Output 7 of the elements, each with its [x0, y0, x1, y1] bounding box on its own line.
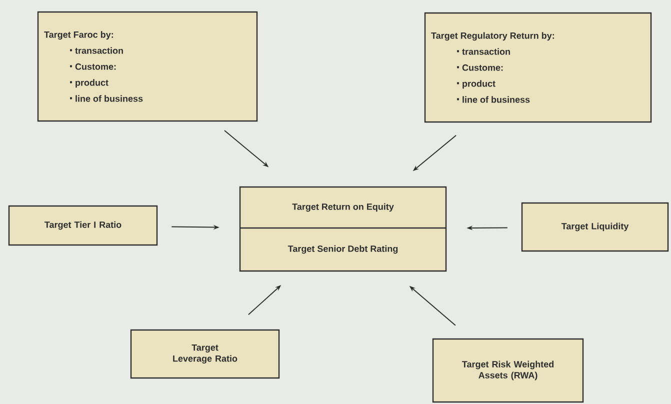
process-box: Target Liquidity: [521, 202, 669, 252]
bullet-list-box: Target Regulatory Return by: transaction Custome: product line of business: [424, 12, 652, 123]
process-box: Target Leverage Ratio: [130, 329, 280, 379]
stacked-box: Target Return on Equity Target Senior Debt Rating: [239, 186, 447, 272]
process-box: Target Tier I Ratio: [8, 205, 158, 246]
process-box: Target Risk Weighted Assets (RWA): [432, 338, 584, 403]
bullet-list-box: Target Faroc by: transaction Custome: product line of business: [37, 11, 258, 122]
